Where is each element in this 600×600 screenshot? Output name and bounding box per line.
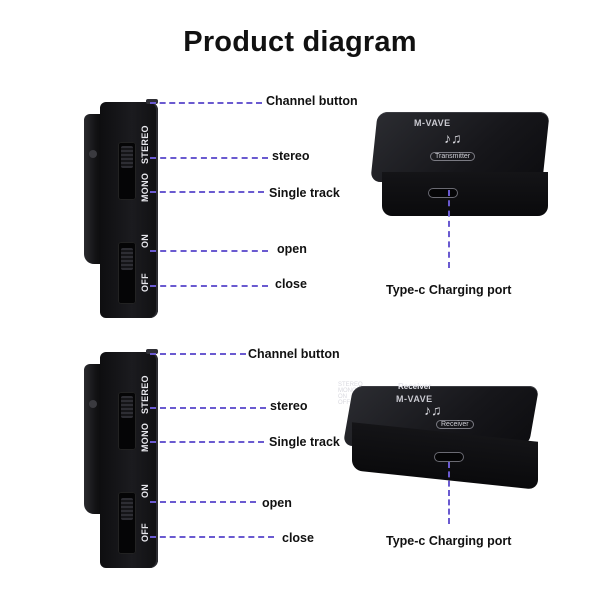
print-mono: MONO <box>140 172 150 202</box>
leader-port-bottom <box>448 462 450 524</box>
print-off: OFF <box>140 523 150 542</box>
belt-clip <box>84 364 104 514</box>
side-view-device-top: STEREO MONO ON OFF <box>82 99 162 322</box>
music-note-icon: ♪♫ <box>424 402 442 418</box>
label-stereo: stereo <box>270 399 308 413</box>
mode-switch-knob <box>121 396 133 418</box>
label-type-c-port: Type-c Charging port <box>386 534 512 548</box>
power-switch-knob <box>121 498 133 520</box>
leader-stereo <box>150 407 266 409</box>
label-open: open <box>262 496 292 510</box>
label-single-track: Single track <box>269 186 340 200</box>
print-on: ON <box>140 233 150 248</box>
leader-open <box>150 250 268 252</box>
leader-channel <box>150 353 246 355</box>
mode-switch-slot <box>118 392 136 450</box>
brand-text: M-VAVE <box>414 118 451 128</box>
leader-port-top <box>448 190 450 268</box>
page-title: Product diagram <box>183 26 417 58</box>
channel-button <box>146 99 158 104</box>
mode-switch-slot <box>118 142 136 200</box>
print-mono: MONO <box>140 422 150 452</box>
brand-text: M-VAVE <box>396 394 433 404</box>
label-channel-button: Channel button <box>248 347 340 361</box>
label-close: close <box>275 277 307 291</box>
receiver-tag: Receiver <box>436 420 474 429</box>
belt-clip <box>84 114 104 264</box>
device-body: STEREO MONO ON OFF <box>100 349 158 568</box>
device-body: STEREO MONO ON OFF <box>100 99 158 318</box>
print-on: ON <box>338 394 347 400</box>
receiver-device: Receiver M-VAVE ♪♫ Receiver STEREO MONO … <box>338 382 540 490</box>
label-type-c-port: Type-c Charging port <box>386 283 512 297</box>
leader-close <box>150 536 274 538</box>
power-switch-knob <box>121 248 133 270</box>
label-open: open <box>277 242 307 256</box>
print-off: OFF <box>338 400 350 406</box>
side-view-device-bottom: STEREO MONO ON OFF <box>82 349 162 572</box>
receiver-top-tag: Receiver <box>398 382 432 391</box>
print-stereo: STEREO <box>338 382 363 388</box>
mode-switch-knob <box>121 146 133 168</box>
print-off: OFF <box>140 273 150 292</box>
leader-close <box>150 285 268 287</box>
leader-single <box>150 191 264 193</box>
print-on: ON <box>140 483 150 498</box>
type-c-port <box>434 452 464 462</box>
leader-stereo <box>150 157 268 159</box>
power-switch-slot <box>118 242 136 304</box>
label-channel-button: Channel button <box>266 94 358 108</box>
leader-channel <box>150 102 262 104</box>
print-stereo: STEREO <box>140 125 150 164</box>
power-switch-slot <box>118 492 136 554</box>
leader-single <box>150 441 264 443</box>
transmitter-tag: Transmitter <box>430 152 476 161</box>
leader-open <box>150 501 256 503</box>
music-note-icon: ♪♫ <box>444 130 462 146</box>
channel-button <box>146 349 158 354</box>
label-close: close <box>282 531 314 545</box>
label-single-track: Single track <box>269 435 340 449</box>
label-stereo: stereo <box>272 149 310 163</box>
print-stereo: STEREO <box>140 375 150 414</box>
transmitter-device: M-VAVE ♪♫ Transmitter <box>368 112 550 218</box>
print-mono: MONO <box>338 388 357 394</box>
type-c-port <box>428 188 458 198</box>
